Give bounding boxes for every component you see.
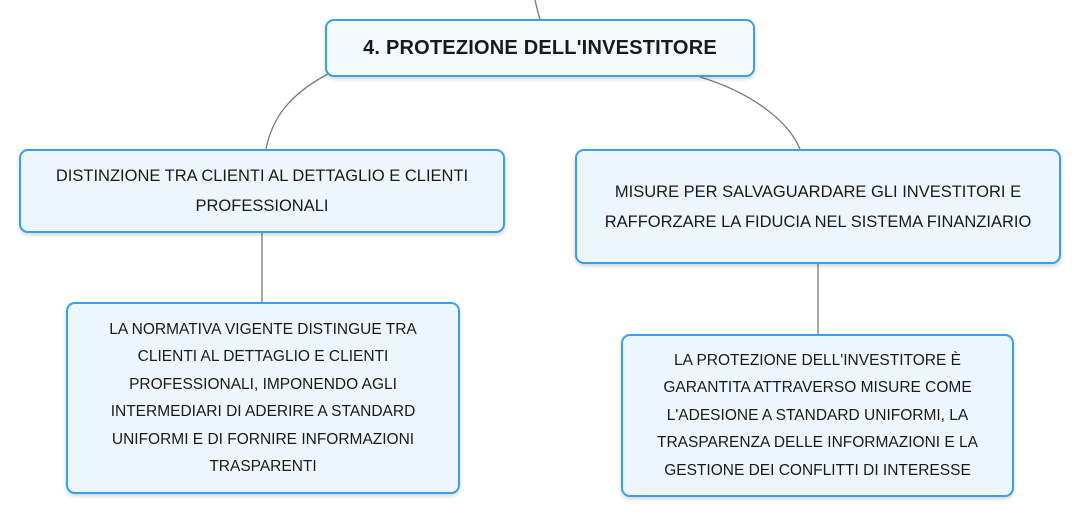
branch-label-investor-safeguards: MISURE PER SALVAGUARDARE GLI INVESTITORI… <box>604 182 1032 231</box>
root-topic-label: 4. PROTEZIONE DELL'INVESTITORE <box>363 36 717 59</box>
connector-root-to-left-branch <box>265 73 329 150</box>
leaf-label-investor-safeguards-detail: LA PROTEZIONE DELL'INVESTITORE È GARANTI… <box>657 351 978 479</box>
connector-parent-to-root <box>534 0 541 20</box>
leaf-node-investor-safeguards-detail[interactable]: LA PROTEZIONE DELL'INVESTITORE È GARANTI… <box>621 334 1014 497</box>
branch-node-investor-safeguards[interactable]: MISURE PER SALVAGUARDARE GLI INVESTITORI… <box>575 149 1061 264</box>
leaf-node-client-distinction-detail[interactable]: LA NORMATIVA VIGENTE DISTINGUE TRA CLIEN… <box>66 302 460 494</box>
leaf-label-client-distinction-detail: LA NORMATIVA VIGENTE DISTINGUE TRA CLIEN… <box>109 320 417 476</box>
connector-root-to-right-branch <box>699 76 801 150</box>
branch-label-client-distinction: DISTINZIONE TRA CLIENTI AL DETTAGLIO E C… <box>55 167 469 215</box>
root-topic-node[interactable]: 4. PROTEZIONE DELL'INVESTITORE <box>325 19 755 77</box>
branch-node-client-distinction[interactable]: DISTINZIONE TRA CLIENTI AL DETTAGLIO E C… <box>19 149 505 233</box>
